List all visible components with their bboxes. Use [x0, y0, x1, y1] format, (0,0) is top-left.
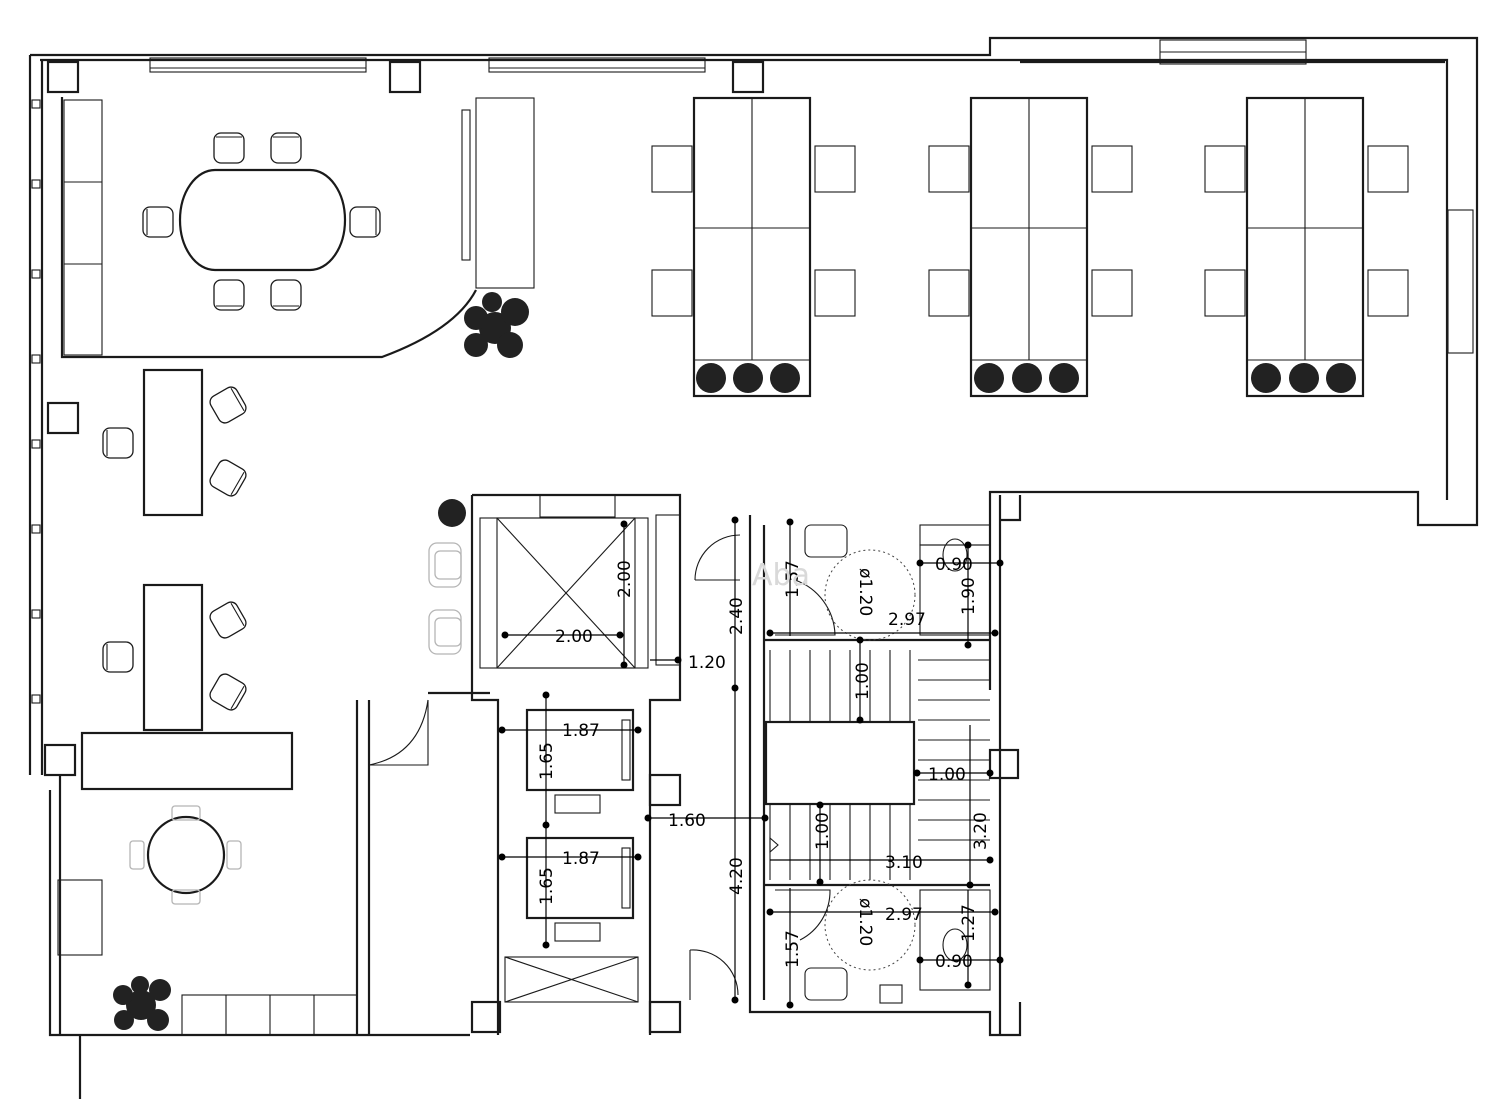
dim-shaft-width: 2.00 — [555, 627, 593, 647]
reception-desks — [80, 368, 462, 791]
dim-wc-lower-depth: 1.57 — [783, 930, 803, 968]
dim-lift2-width: 1.87 — [562, 849, 600, 869]
dim-wc-lower-width: 2.97 — [885, 905, 923, 925]
meeting-room — [60, 97, 535, 359]
dim-stair-depth: 3.20 — [971, 812, 991, 850]
dim-shaft-side: 1.20 — [688, 653, 726, 673]
dim-corridor-upper: 2.40 — [727, 597, 747, 635]
dim-stair-width: 3.10 — [885, 853, 923, 873]
lift-car — [525, 836, 635, 920]
dim-stair-lower-flight: 1.00 — [813, 812, 833, 850]
plant-icon — [438, 499, 466, 527]
lift-car — [525, 708, 635, 792]
dim-lift1-width: 1.87 — [562, 721, 600, 741]
dim-wc-lower-stall: 0.90 — [935, 952, 973, 972]
dim-lift2-depth: 1.65 — [537, 867, 557, 905]
dimension-labels: 2.00 2.00 1.20 1.87 1.65 1.87 1.65 1.60 … — [537, 555, 991, 972]
plant-icon — [696, 363, 1356, 393]
dimension-lines — [498, 516, 1004, 1009]
washbasin-icon — [804, 967, 848, 1001]
plant-icon — [113, 976, 171, 1031]
workstation-cluster — [651, 96, 1409, 398]
dim-stair-upper-flight: 1.00 — [853, 662, 873, 700]
stair-and-wc-block — [748, 515, 1022, 1037]
toilet-icon — [942, 538, 968, 572]
dim-stair-landing: 1.00 — [928, 765, 966, 785]
conference-table — [178, 168, 347, 272]
washbasin-icon — [804, 524, 848, 558]
dim-wc-upper-stall: 0.90 — [935, 555, 973, 575]
dim-wc-lower-turning: ø1.20 — [855, 898, 875, 946]
dim-corridor-lower: 4.20 — [727, 857, 747, 895]
dim-wc-upper-width: 2.97 — [888, 610, 926, 630]
dim-lobby-width: 1.60 — [668, 811, 706, 831]
exterior-walls — [28, 36, 1479, 1099]
stair-treads — [769, 650, 990, 880]
toilet-icon — [942, 928, 968, 962]
dim-wc-lower-stall-depth: 1.27 — [959, 904, 979, 942]
dim-wc-upper-stall-depth: 1.90 — [959, 577, 979, 615]
dim-lift1-depth: 1.65 — [537, 742, 557, 780]
dim-shaft-depth: 2.00 — [615, 560, 635, 598]
service-core — [470, 493, 741, 1035]
dim-wc-upper-depth: 1.57 — [783, 560, 803, 598]
watermark-logo: Aba — [752, 558, 810, 593]
plant-icon — [464, 292, 529, 358]
toilet-icon — [879, 984, 903, 1004]
dim-wc-upper-turning: ø1.20 — [855, 568, 875, 616]
waiting-room — [57, 691, 490, 1036]
